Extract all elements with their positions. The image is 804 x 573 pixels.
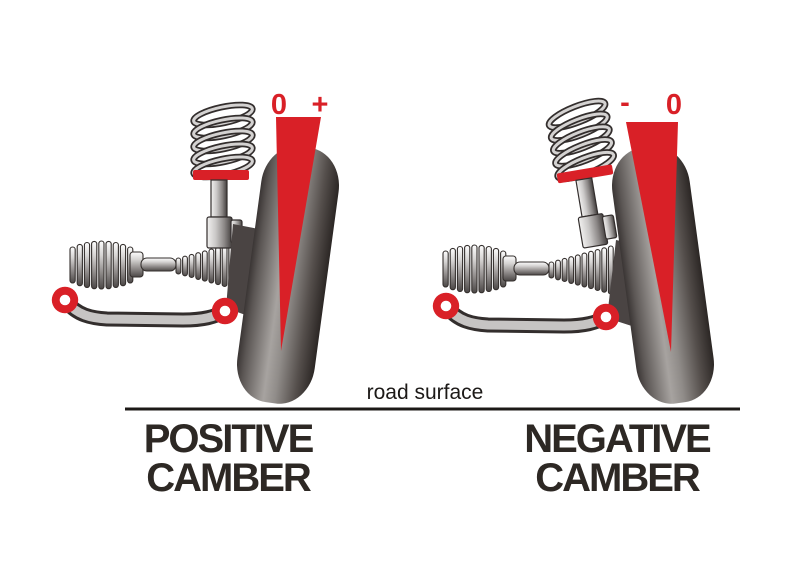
lower-control-arm [433, 293, 619, 330]
negative-camber-figure: - 0 [433, 87, 714, 404]
negative-camber-caption: NEGATIVE CAMBER [447, 417, 787, 500]
caption-line: CAMBER [146, 456, 312, 500]
zero-label: 0 [271, 89, 287, 121]
minus-label: - [620, 87, 630, 119]
positive-camber-caption: POSITIVE CAMBER [58, 417, 398, 500]
lower-control-arm [52, 287, 238, 324]
camber-angle-wedge [626, 122, 678, 352]
positive-camber-figure: 0 + [52, 89, 339, 404]
plus-label: + [312, 89, 329, 121]
caption-line: POSITIVE [143, 417, 315, 461]
axle-assembly [442, 244, 614, 295]
caption-line: CAMBER [535, 456, 701, 500]
zero-label: 0 [666, 89, 682, 121]
strut-spring-assembly [192, 101, 254, 248]
road-surface-label: road surface [366, 381, 484, 404]
caption-line: NEGATIVE [524, 417, 712, 461]
camber-angle-wedge [276, 117, 321, 351]
